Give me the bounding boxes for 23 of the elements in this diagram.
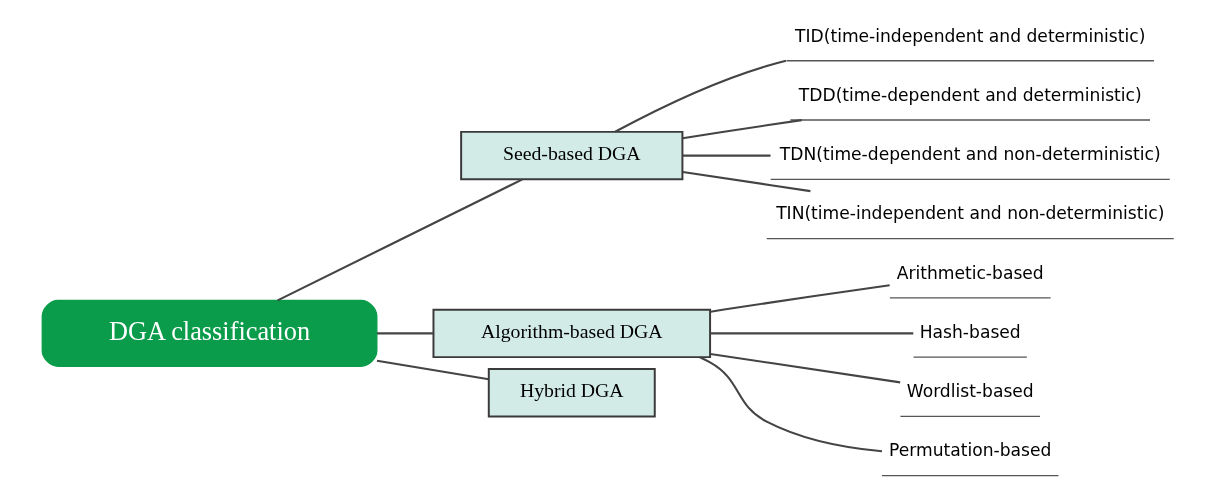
node-text: TIN(time-independent and non-deterministic) <box>776 203 1165 224</box>
node-text: TID(time-independent and deterministic) <box>795 25 1146 46</box>
node-text: Hash-based <box>919 321 1021 342</box>
connector <box>682 119 802 140</box>
connector <box>682 154 771 157</box>
node-box: Hybrid DGA <box>487 368 656 418</box>
connector <box>277 178 523 302</box>
connector <box>710 332 914 335</box>
connector <box>682 171 811 193</box>
connector <box>699 356 883 453</box>
node-text: Permutation-based <box>889 440 1052 461</box>
node-text: TDN(time-dependent and non-deterministic) <box>779 144 1161 165</box>
connector <box>376 359 489 381</box>
connector <box>710 284 890 313</box>
connector <box>614 59 787 133</box>
node-box: Seed-based DGA <box>460 130 684 181</box>
node-box: DGA classification <box>41 299 378 367</box>
node-text: TDD(time-dependent and deterministic) <box>798 84 1142 105</box>
connector <box>377 332 434 335</box>
node-text: Arithmetic-based <box>896 262 1044 283</box>
node-text: Wordlist-based <box>906 381 1034 402</box>
connector <box>710 352 901 384</box>
node-box: Algorithm-based DGA <box>432 308 712 359</box>
